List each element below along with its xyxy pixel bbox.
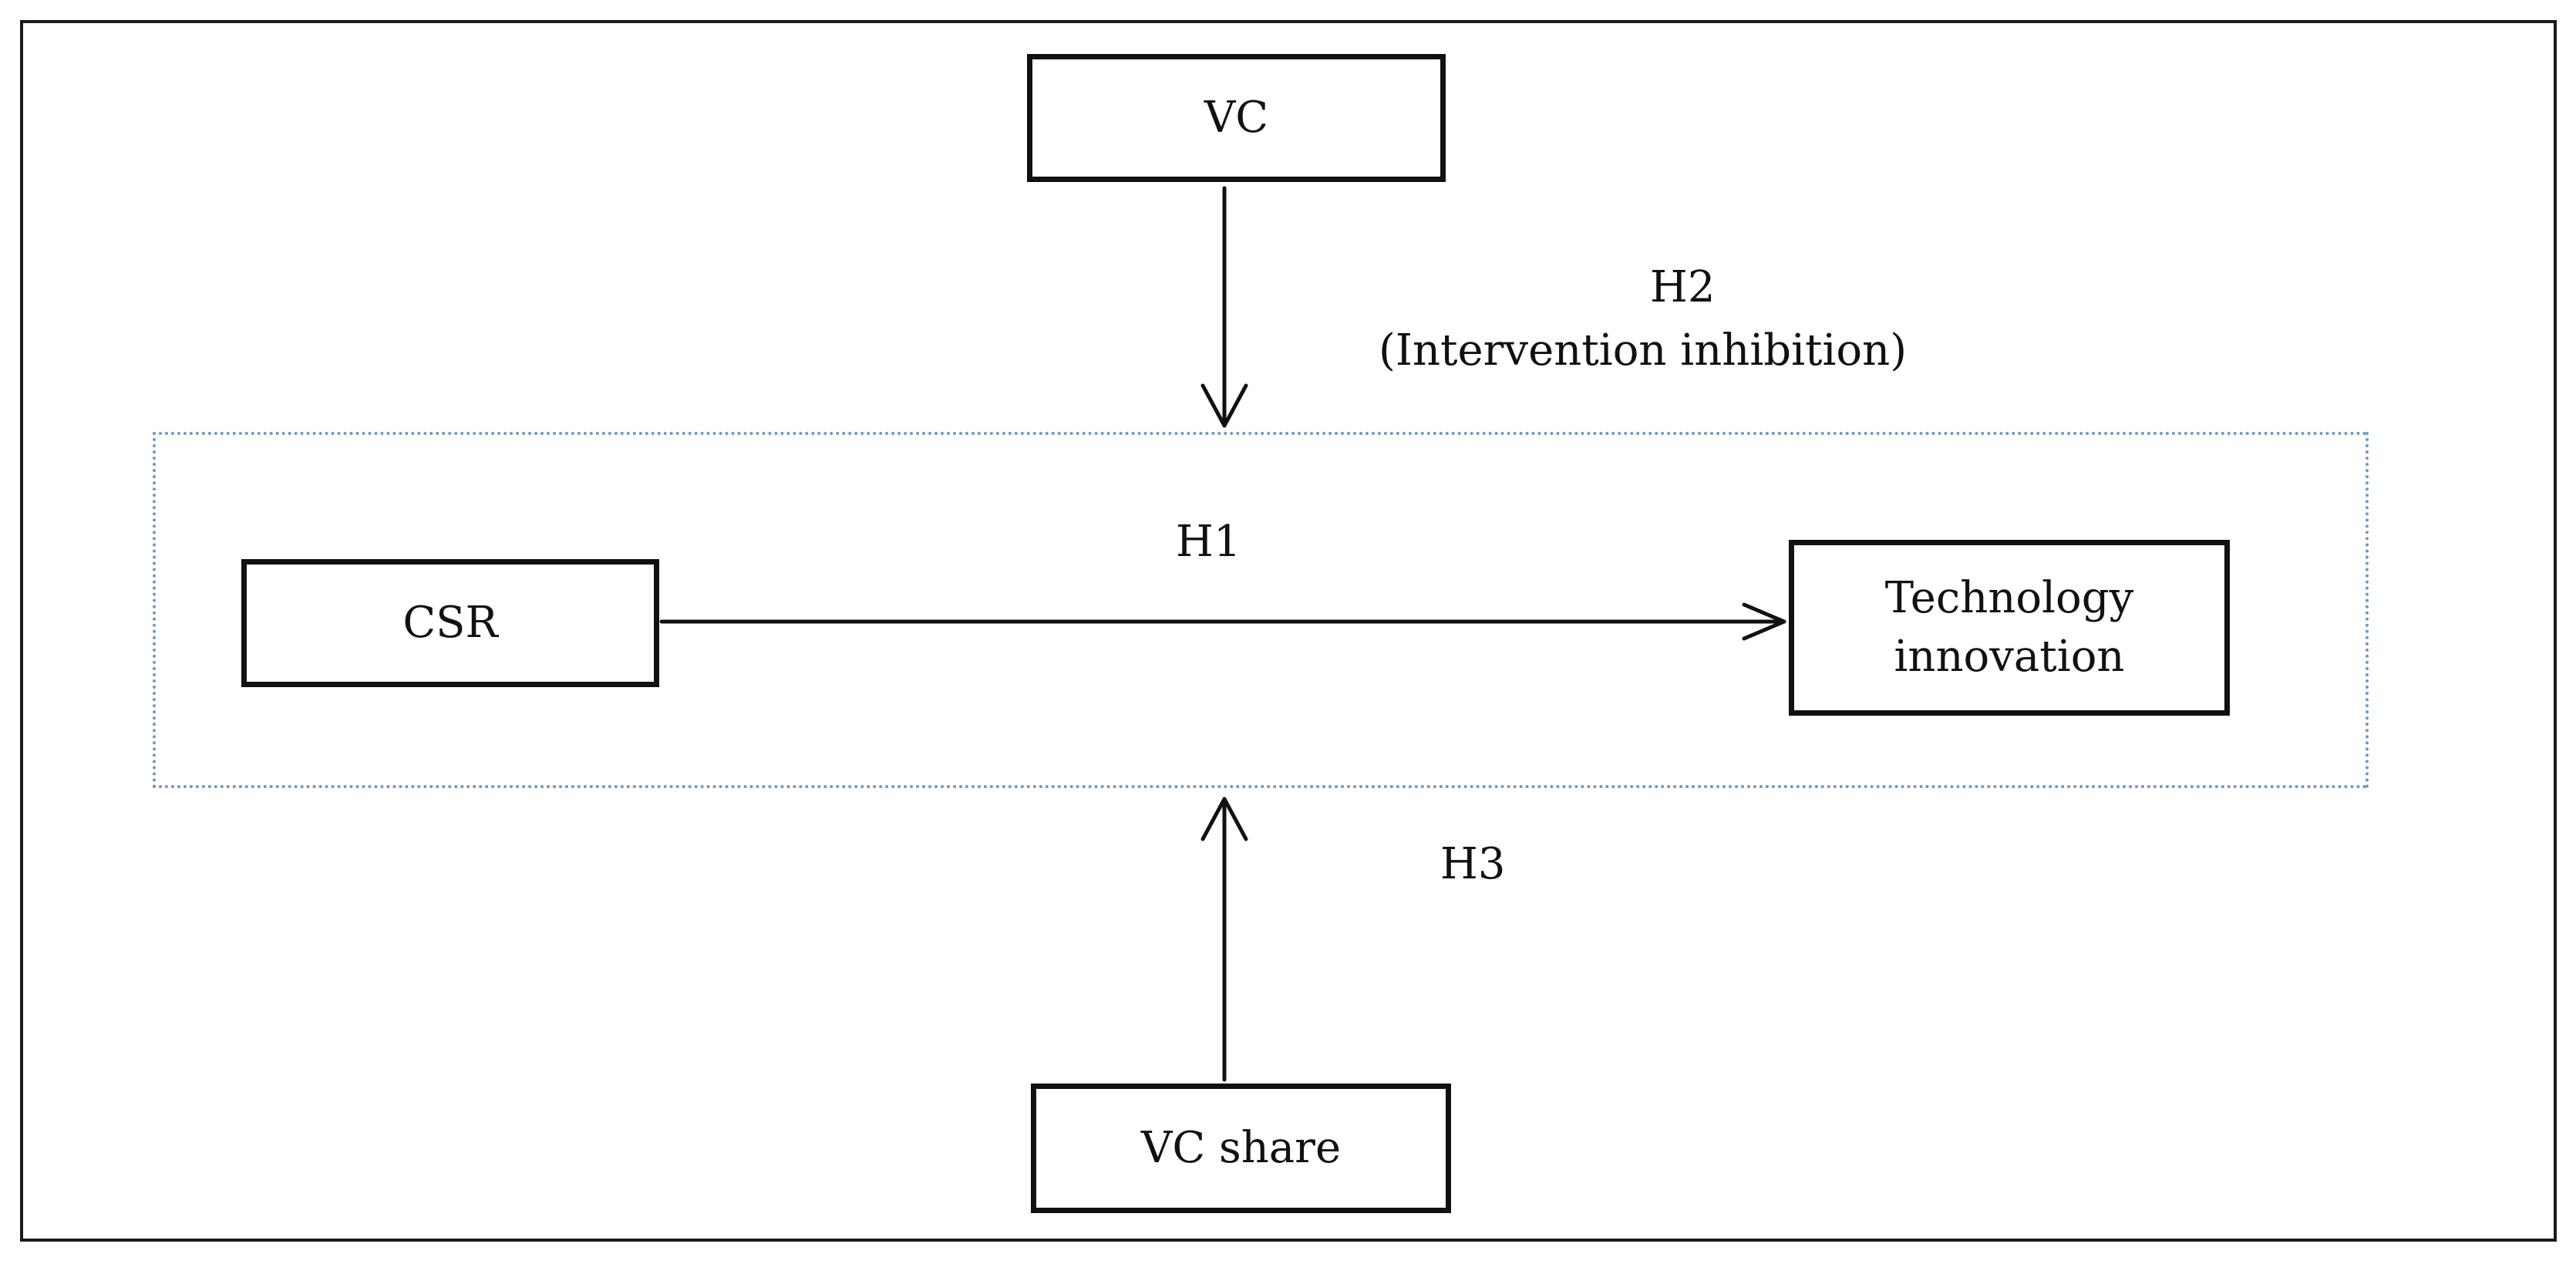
arrowhead-right-icon bbox=[1742, 602, 1786, 641]
node-tech-label-line2: innovation bbox=[1894, 632, 2125, 682]
node-csr-label: CSR bbox=[402, 598, 498, 649]
node-vc-share-label: VC share bbox=[1140, 1123, 1342, 1174]
node-vc: VC bbox=[1027, 54, 1446, 182]
edge-label-h2-note: (Intervention inhibition) bbox=[1379, 325, 1908, 376]
node-vc-share: VC share bbox=[1031, 1084, 1451, 1213]
node-tech-label-line1: Technology bbox=[1884, 573, 2134, 624]
node-technology-innovation: Technology innovation bbox=[1789, 540, 2230, 716]
edge-label-h3: H3 bbox=[1440, 839, 1506, 889]
edge-label-h2: H2 bbox=[1650, 262, 1716, 312]
node-csr: CSR bbox=[241, 559, 659, 687]
arrowhead-up-icon bbox=[1200, 797, 1248, 841]
arrowhead-down-icon bbox=[1200, 383, 1248, 428]
moderated-relationship-region bbox=[153, 432, 2369, 788]
node-vc-label: VC bbox=[1204, 93, 1269, 143]
edge-label-h1: H1 bbox=[1176, 517, 1241, 567]
figure-frame bbox=[20, 20, 2557, 1242]
